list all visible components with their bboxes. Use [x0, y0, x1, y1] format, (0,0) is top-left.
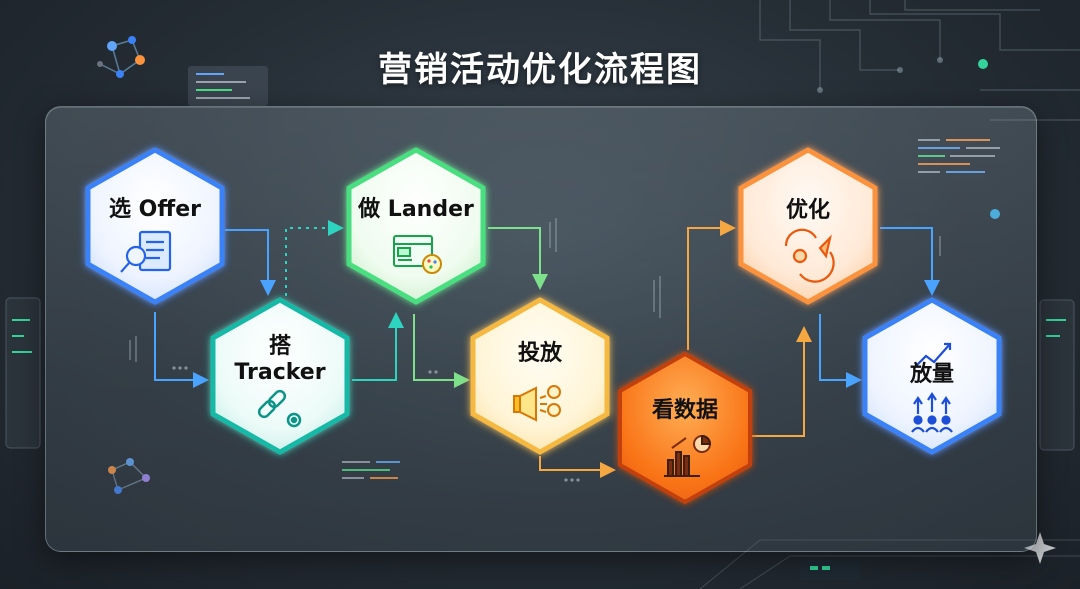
bar-pie-chart-icon — [664, 434, 712, 477]
connector-optimize-scale-2 — [819, 314, 862, 388]
growth-people-icon — [911, 342, 953, 433]
connector-lander-launch — [488, 227, 548, 290]
hex-data — [618, 351, 752, 505]
megaphone-coins-icon — [513, 385, 561, 422]
connector-lander-launch-2 — [413, 314, 470, 388]
hex-tracker — [210, 297, 350, 455]
connector-tracker-lander — [285, 220, 344, 296]
hex-scale — [862, 297, 1002, 455]
step-label-launch: 投放 — [517, 341, 562, 366]
page-title: 营销活动优化流程图 — [378, 50, 702, 90]
sparkle-icon — [1024, 532, 1056, 564]
document-search-icon — [120, 230, 172, 273]
connector-launch-data — [539, 456, 616, 478]
code-window-icon — [188, 66, 268, 106]
cycle-rocket-icon — [784, 228, 835, 283]
webpage-palette-icon — [393, 235, 442, 274]
connector-optimize-scale — [880, 227, 940, 296]
hex-offer — [85, 147, 225, 305]
step-label-lander: 做 Lander — [358, 197, 474, 222]
step-label-scale: 放量 — [909, 362, 954, 387]
connector-offer-tracker — [225, 229, 276, 296]
hex-lander — [346, 147, 486, 305]
connector-tracker-lander-2 — [352, 312, 404, 381]
hex-optimize — [738, 147, 878, 305]
step-label-tracker: 搭 Tracker — [234, 334, 326, 385]
connector-data-optimize-2 — [750, 326, 812, 437]
step-label-data: 看数据 — [651, 398, 718, 423]
hex-launch — [470, 297, 610, 455]
step-label-optimize: 优化 — [785, 198, 830, 223]
connector-offer-tracker-dash — [154, 312, 209, 388]
link-gear-icon — [257, 389, 302, 428]
step-label-offer: 选 Offer — [109, 197, 201, 222]
connector-data-optimize — [687, 220, 736, 350]
